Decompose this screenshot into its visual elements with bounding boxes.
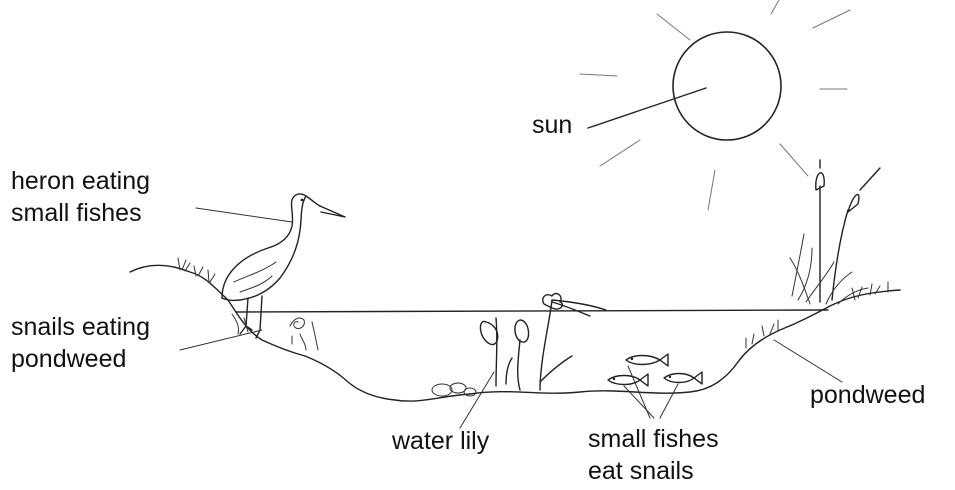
small-fishes-drawing <box>608 354 702 386</box>
pondweed-pointer-line <box>774 340 842 382</box>
water-lily-label: water lily <box>392 426 489 457</box>
pondweed-label: pondweed <box>810 380 925 411</box>
snails-and-pondweed-left <box>232 314 318 350</box>
sun-label: sun <box>532 110 572 141</box>
water-surface <box>236 310 828 312</box>
sun-pointer-line <box>588 88 706 128</box>
pond-bank-left <box>130 265 470 401</box>
leader-lines <box>180 208 842 428</box>
heron-pointer-line <box>196 208 292 222</box>
water-lily-pointer-line <box>460 372 494 428</box>
sun-rays <box>580 0 850 210</box>
heron-label-line-2: small fishes <box>11 198 142 229</box>
heron-drawing <box>222 194 345 338</box>
snails-pointer-line <box>180 330 262 350</box>
snails-label-line-2: pondweed <box>11 344 126 375</box>
fishes-label-line-1: small fishes <box>588 424 719 455</box>
water-lily-drawing <box>480 294 606 390</box>
fishes-label-line-2: eat snails <box>588 456 694 487</box>
sun-drawing <box>580 0 850 210</box>
fishes-pointer-line-3 <box>660 384 678 418</box>
reeds-drawing <box>746 160 880 348</box>
snails-label-line-1: snails eating <box>11 312 150 343</box>
sun-disc <box>673 32 781 140</box>
heron-label-line-1: heron eating <box>11 166 150 197</box>
